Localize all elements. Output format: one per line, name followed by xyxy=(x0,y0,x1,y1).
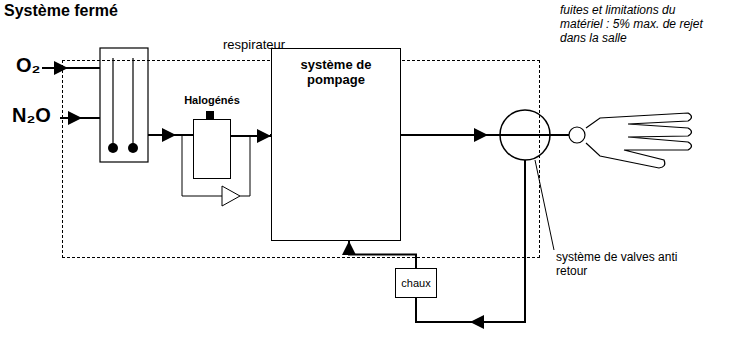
gas-label: N₂O xyxy=(12,104,51,127)
return-line xyxy=(416,298,472,322)
node-text: système de pompage xyxy=(284,57,388,87)
vaporizer-box: Halogénés xyxy=(193,119,231,179)
o2-line xyxy=(66,67,100,69)
out-line xyxy=(486,134,569,136)
flow-connector xyxy=(349,241,416,268)
node-text: chaux xyxy=(396,269,436,297)
gas-label: O₂ xyxy=(16,54,40,77)
valve-circle xyxy=(500,110,550,160)
patient-hand xyxy=(586,113,692,168)
vaporizer-knob xyxy=(206,111,214,119)
n2o-line xyxy=(80,117,100,119)
flowmeter xyxy=(100,48,148,162)
return-line xyxy=(470,160,525,322)
diagram-title: Système fermé xyxy=(4,2,118,20)
note-label: fuites et limitations du matériel : 5% m… xyxy=(560,3,710,45)
mask-circle xyxy=(569,127,585,143)
lime-box: chaux xyxy=(395,268,437,298)
flow-connector xyxy=(231,135,271,137)
note-label: système de valves anti retour xyxy=(556,250,696,278)
out-arrow xyxy=(400,134,488,136)
pump-box: système de pompage xyxy=(271,48,401,241)
respirator-region: respirateurHalogénéssystème de pompage xyxy=(62,60,540,258)
o2-arrow xyxy=(42,67,68,69)
flow-arrow xyxy=(148,134,176,136)
node-text: Halogénés xyxy=(184,94,240,106)
n2o-arrow xyxy=(60,117,82,119)
leader-line xyxy=(535,160,554,250)
